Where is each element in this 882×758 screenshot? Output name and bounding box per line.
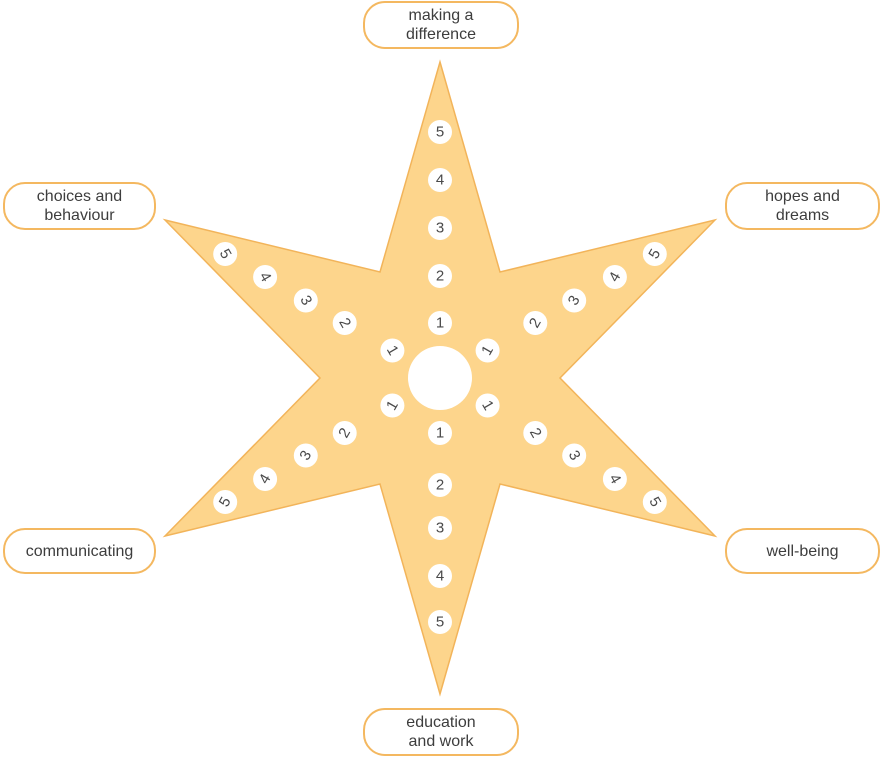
scale-badge-top-left-3 (293, 288, 318, 313)
scale-badge-bottom-left-4 (253, 467, 278, 491)
scale-badge-top-right-3 (562, 288, 587, 313)
scale-badge-top-right-5 (642, 242, 667, 266)
scale-badge-top-right-2 (523, 311, 548, 335)
scale-badge-bottom-1 (428, 421, 452, 445)
scale-number: 3 (436, 520, 444, 537)
label-making-a-difference: making a difference (363, 1, 519, 49)
scale-badge-top-left-5 (213, 242, 238, 266)
label-communicating: communicating (3, 528, 156, 574)
scale-badge-top-5 (428, 120, 452, 144)
scale-badge-bottom-left-2 (332, 421, 357, 445)
scale-badge-top-4 (428, 168, 452, 192)
scale-badge-top-right-1 (475, 338, 500, 363)
scale-badge-top-1 (428, 311, 452, 335)
label-text: well-being (766, 542, 839, 560)
scale-badge-bottom-right-1 (475, 393, 500, 418)
scale-number: 2 (436, 477, 444, 494)
scale-badge-bottom-4 (428, 564, 452, 588)
scale-number: 1 (436, 315, 444, 332)
scale-badge-top-left-1 (380, 338, 405, 363)
scale-badge-bottom-right-5 (642, 490, 667, 514)
center-hole (408, 346, 472, 410)
scale-badge-top-3 (428, 216, 452, 240)
scale-number: 5 (436, 124, 444, 141)
scale-badge-bottom-left-5 (213, 490, 238, 514)
scale-number: 4 (436, 172, 444, 189)
scale-badge-top-2 (428, 264, 452, 288)
scale-badge-bottom-3 (428, 516, 452, 540)
label-text: making a difference (406, 7, 476, 43)
scale-number: 3 (436, 220, 444, 237)
label-text: choices and behaviour (36, 188, 123, 224)
scale-badge-bottom-right-3 (562, 443, 587, 468)
scale-number: 5 (436, 614, 444, 631)
label-choices-and-behaviour: choices and behaviour (3, 182, 156, 230)
label-education-and-work: education and work (363, 708, 519, 756)
label-hopes-and-dreams: hopes and dreams (725, 182, 880, 230)
scale-badge-bottom-5 (428, 610, 452, 634)
scale-number: 1 (436, 425, 444, 442)
scale-badge-bottom-2 (428, 473, 452, 497)
scale-badge-bottom-right-4 (602, 467, 627, 491)
scale-badge-top-right-4 (602, 265, 627, 289)
scale-number: 4 (436, 568, 444, 585)
label-well-being: well-being (725, 528, 880, 574)
scale-badge-top-left-4 (253, 265, 278, 289)
scale-badge-bottom-right-2 (523, 421, 548, 445)
label-text: hopes and dreams (765, 188, 840, 224)
scale-number: 2 (436, 268, 444, 285)
label-text: communicating (25, 542, 134, 560)
scale-badge-top-left-2 (332, 311, 357, 335)
scale-badge-bottom-left-3 (293, 443, 318, 468)
scale-badge-bottom-left-1 (380, 393, 405, 418)
label-text: education and work (406, 714, 476, 750)
